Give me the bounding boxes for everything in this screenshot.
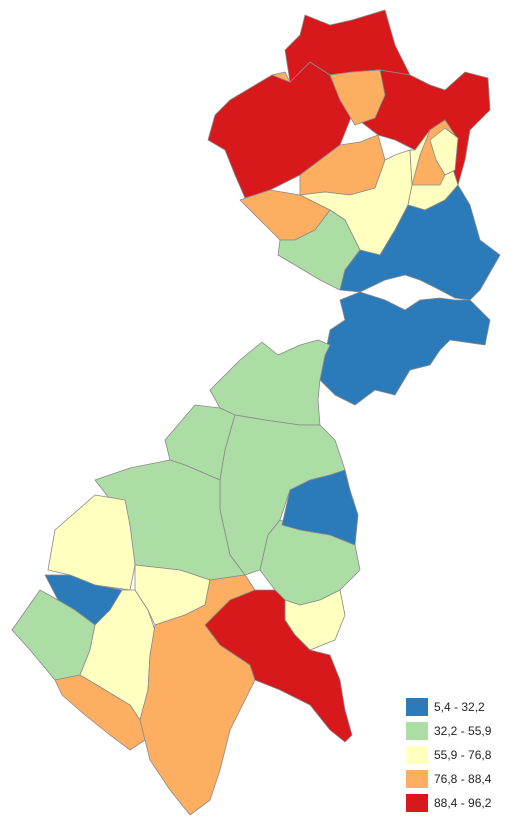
region-south-orange-big[interactable] [139, 574, 256, 816]
legend-item: 76,8 - 88,4 [406, 768, 511, 790]
legend-item: 5,4 - 32,2 [406, 696, 511, 718]
legend-swatch [406, 770, 428, 788]
region-south-red[interactable] [204, 589, 353, 743]
legend-item: 32,2 - 55,9 [406, 720, 511, 742]
region-central-blue[interactable] [281, 469, 359, 546]
region-mid-yellow-small[interactable] [429, 127, 459, 176]
legend-item: 88,4 - 96,2 [406, 792, 511, 814]
legend-label: 5,4 - 32,2 [434, 700, 485, 714]
region-north-small[interactable] [271, 71, 291, 83]
legend-swatch [406, 722, 428, 740]
legend-label: 55,9 - 76,8 [434, 748, 492, 762]
legend-label: 32,2 - 55,9 [434, 724, 492, 738]
legend-swatch [406, 746, 428, 764]
region-blue-upper[interactable] [339, 184, 501, 301]
legend-label: 88,4 - 96,2 [434, 796, 492, 810]
legend-item: 55,9 - 76,8 [406, 744, 511, 766]
map-legend: 5,4 - 32,2 32,2 - 55,9 55,9 - 76,8 76,8 … [406, 696, 511, 816]
legend-label: 76,8 - 88,4 [434, 772, 492, 786]
legend-swatch [406, 698, 428, 716]
region-north-inner[interactable] [329, 69, 386, 126]
region-blue-lower[interactable] [319, 291, 491, 406]
legend-swatch [406, 794, 428, 812]
